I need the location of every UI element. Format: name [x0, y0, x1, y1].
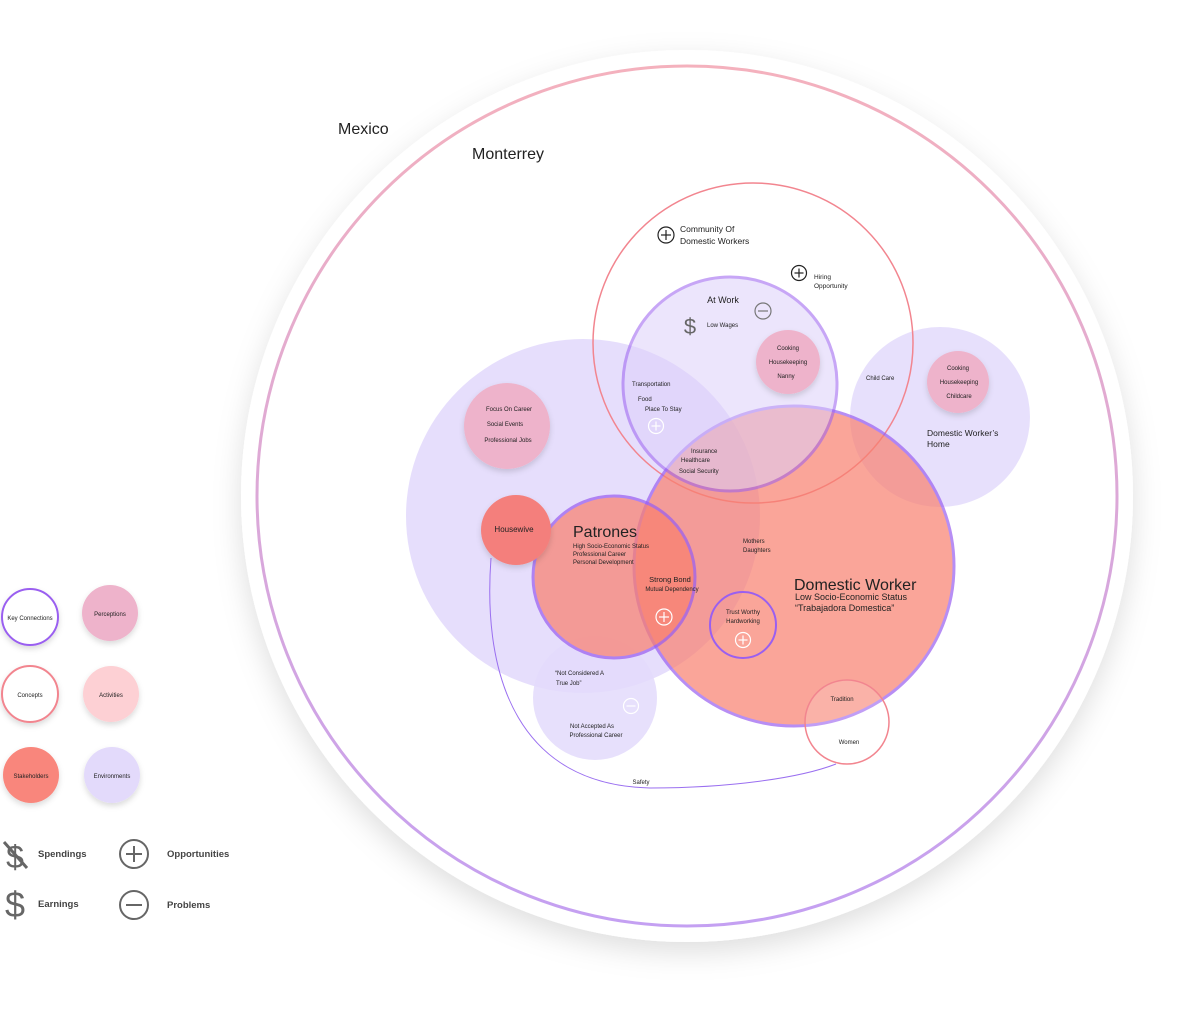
perception-career-2: Social Events	[487, 422, 523, 428]
legend-environments-swatch	[84, 747, 140, 803]
domestic-worker-line-2: “Trabajadora Domestica”	[795, 603, 894, 613]
trust-label-1: Trust Worthy	[726, 610, 760, 616]
mothers-label: Mothers	[743, 539, 765, 545]
insurance-label-1: Insurance	[691, 449, 718, 455]
legend-key-connections-swatch	[1, 588, 59, 646]
community-opportunity-icon	[657, 226, 675, 244]
patrones-line-3: Personal Development	[573, 560, 634, 566]
daughters-label: Daughters	[743, 548, 771, 554]
women-label: Women	[839, 740, 860, 746]
legend-concepts-swatch	[1, 665, 59, 723]
at-work-activities-bubble	[756, 330, 820, 394]
legend-spendings-label: Spendings	[38, 849, 87, 860]
domestic-worker-title: Domestic Worker	[794, 577, 917, 594]
legend-activities-swatch	[83, 666, 139, 722]
not-job-problem-icon	[622, 697, 640, 715]
patrones-line-2: Professional Career	[573, 552, 626, 558]
at-work-task-2: Housekeeping	[769, 360, 807, 366]
not-job-label-2: True Job”	[556, 681, 581, 687]
legend-earnings-label: Earnings	[38, 899, 79, 910]
not-accepted-label-2: Professional Career	[569, 733, 622, 739]
legend-environments-label: Environments	[94, 774, 131, 780]
insurance-label-2: Healthcare	[681, 458, 711, 464]
legend-stakeholders-swatch	[3, 747, 59, 803]
transport-label-1: Transportation	[632, 382, 670, 388]
safety-connection-line	[489, 557, 837, 789]
hiring-line-2: Opportunity	[814, 283, 848, 290]
transport-label-2: Food	[638, 397, 652, 403]
monterrey-ring	[255, 64, 1119, 928]
patrones-line-1: High Socio-Economic Status	[573, 544, 649, 550]
transport-opportunity-icon	[647, 417, 665, 435]
legend-perceptions-label: Perceptions	[94, 612, 126, 618]
legend-perceptions-swatch	[82, 585, 138, 641]
patrones-title: Patrones	[573, 524, 637, 541]
home-title-line-2: Home	[927, 439, 950, 449]
legend-problems-label: Problems	[167, 900, 210, 911]
tradition-label: Tradition	[830, 697, 853, 703]
low-wages-label: Low Wages	[707, 323, 738, 329]
hiring-line-1: Hiring	[814, 274, 831, 281]
hiring-opportunity-icon	[790, 264, 808, 282]
strong-bond-opportunity-icon	[655, 608, 673, 626]
community-title-line-1: Community Of	[680, 224, 735, 234]
trust-label-2: Hardworking	[726, 619, 760, 625]
home-task-3: Childcare	[946, 394, 972, 400]
opportunities-icon	[119, 839, 149, 869]
at-work-task-3: Nanny	[777, 374, 794, 380]
home-title-line-1: Domestic Worker’s	[927, 428, 998, 438]
legend-key-connections-label: Key Connections	[7, 616, 52, 622]
transport-label-3: Place To Stay	[645, 407, 682, 413]
not-accepted-environment	[533, 636, 657, 760]
home-task-2: Housekeeping	[940, 380, 978, 386]
mexico-label: Mexico	[338, 121, 389, 138]
at-work-title: At Work	[707, 295, 739, 305]
monterrey-label: Monterrey	[472, 146, 544, 163]
home-activities-bubble	[927, 351, 989, 413]
home-task-1: Cooking	[947, 366, 969, 372]
career-perceptions-bubble	[464, 383, 550, 469]
strong-bond-label: Strong Bond	[649, 575, 691, 584]
mutual-dependency-label: Mutual Dependency	[645, 587, 698, 593]
not-accepted-label-1: Not Accepted As	[570, 724, 614, 730]
trust-key-connection	[709, 591, 777, 659]
tradition-concept-ring	[804, 679, 890, 765]
community-title-line-2: Domestic Workers	[680, 236, 749, 246]
housewive-label: Housewive	[494, 525, 534, 534]
at-work-task-1: Cooking	[777, 346, 799, 352]
perception-career-1: Focus On Career	[486, 407, 532, 413]
legend-concepts-label: Concepts	[17, 693, 42, 699]
safety-label: Safety	[632, 780, 649, 786]
legend: Key Connections Perceptions Concepts Act…	[1, 585, 229, 925]
legend-activities-label: Activities	[99, 693, 123, 699]
trust-opportunity-icon	[734, 631, 752, 649]
problems-icon	[119, 890, 149, 920]
earnings-icon: $	[684, 314, 696, 339]
earnings-legend-icon: $	[5, 884, 25, 925]
not-job-label-1: “Not Considered A	[555, 671, 604, 677]
legend-opportunities-label: Opportunities	[167, 849, 229, 860]
insurance-label-3: Social Security	[679, 469, 719, 475]
spendings-icon: $	[2, 839, 29, 875]
housewive-stakeholder	[481, 495, 551, 565]
domestic-worker-line-1: Low Socio-Economic Status	[795, 592, 908, 602]
perception-career-3: Professional Jobs	[484, 438, 531, 444]
svg-text:$: $	[6, 839, 24, 875]
patrones-stakeholder	[531, 494, 697, 660]
low-wages-problem-icon	[754, 302, 772, 320]
legend-stakeholders-label: Stakeholders	[13, 774, 48, 780]
child-care-label: Child Care	[866, 376, 895, 382]
